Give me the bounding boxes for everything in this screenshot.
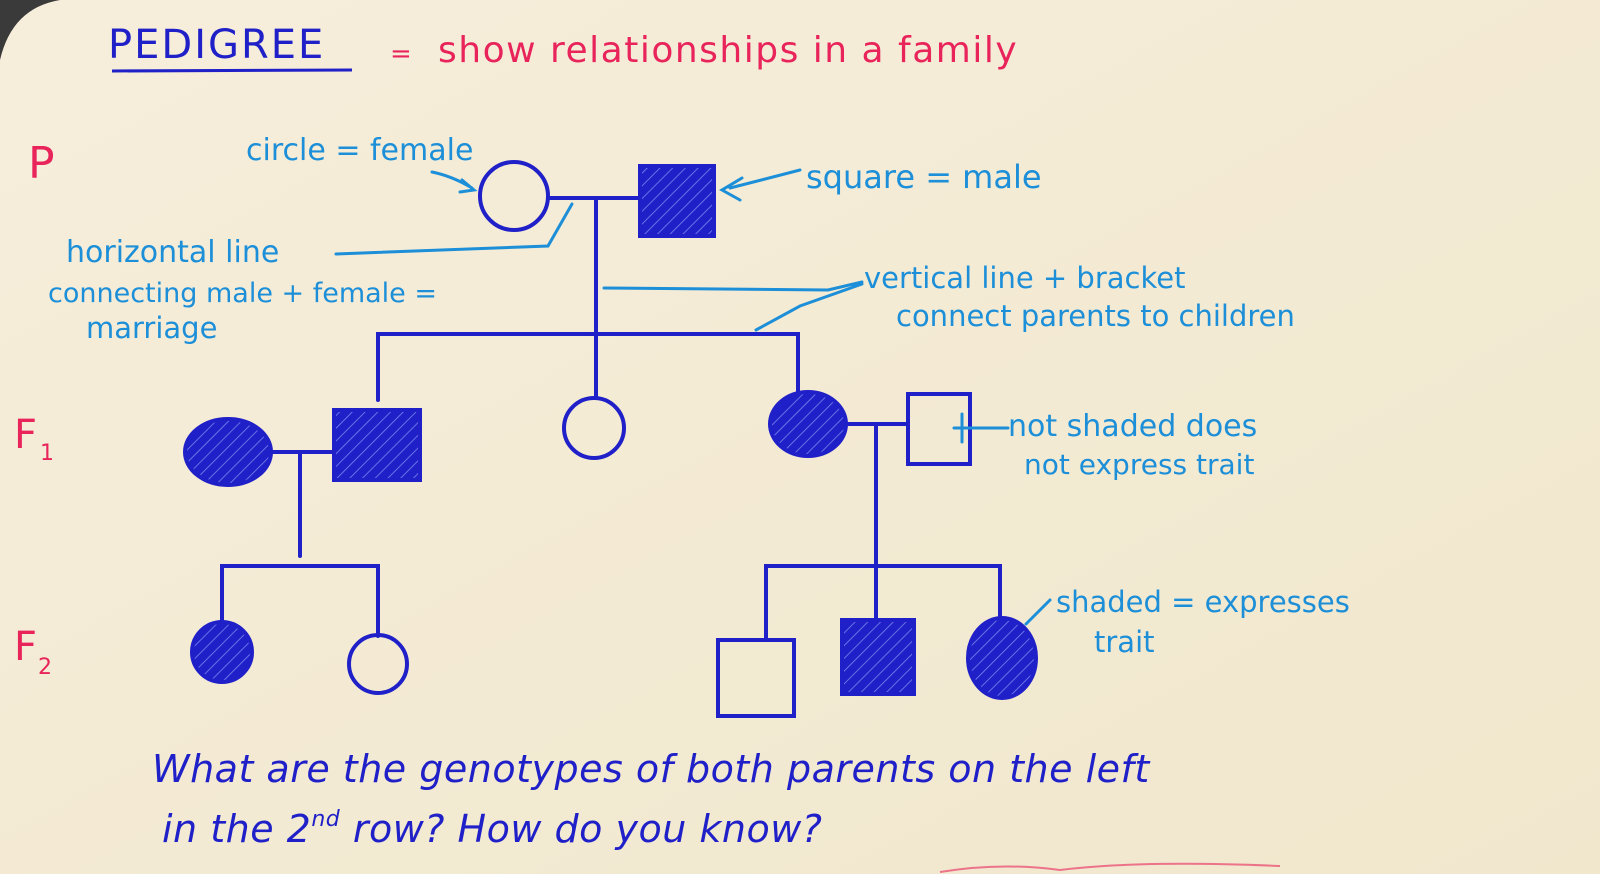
annotation-square-male: square = male: [806, 158, 1042, 196]
annotation-pointers: [334, 168, 1052, 626]
p-female-unaffected-icon: [478, 160, 550, 232]
heading: PEDIGREE = show relationships in a famil…: [108, 22, 1018, 73]
annotation-marriage-line1: horizontal line: [66, 235, 279, 270]
heading-title: PEDIGREE: [108, 22, 325, 68]
bottom-red-scribble: [939, 862, 1281, 873]
generation-label-f2-subscript: 2: [38, 655, 52, 680]
annotation-bracket-line2: connect parents to children: [896, 299, 1295, 333]
annotation-bracket-line1: vertical line + bracket: [864, 261, 1185, 295]
page-corner-shadow: [0, 0, 60, 60]
f1-sibship-bracket: [376, 332, 800, 402]
annotation-shaded-line2: trait: [1094, 625, 1155, 659]
annotation-marriage-line2: connecting male + female =: [48, 278, 437, 309]
heading-equals: =: [390, 39, 412, 69]
f2-male-affected-icon: [840, 618, 916, 696]
not-shaded-pointer-line: [952, 412, 1010, 444]
f2-male-unaffected-icon: [716, 638, 796, 718]
question-line1: What are the genotypes of both parents o…: [152, 747, 1151, 791]
f1-female-unaffected-icon: [562, 396, 626, 460]
heading-underline: [111, 68, 353, 73]
f2-female-unaffected-icon: [347, 633, 409, 695]
f1-male-affected-icon: [332, 408, 422, 482]
annotation-not-shaded-line1: not shaded does: [1008, 409, 1257, 444]
marriage-pointer-line: [334, 202, 574, 256]
generation-label-p: P: [28, 138, 55, 189]
pedigree-lines: [220, 196, 1002, 640]
question-line2-start: in the 2: [162, 807, 311, 851]
question-ordinal-superscript: nd: [311, 807, 340, 832]
question: What are the genotypes of both parents o…: [152, 747, 1151, 851]
f2-female-affected-icon: [190, 620, 254, 684]
generation-label-f2: F: [14, 624, 37, 670]
f2-female-affected-icon-right: [966, 616, 1038, 700]
heading-definition: show relationships in a family: [438, 30, 1018, 71]
square-pointer-arrow: [719, 168, 802, 202]
annotation-marriage-line3: marriage: [86, 311, 217, 345]
annotation-shaded-line1: shaded = expresses: [1056, 585, 1350, 619]
generation-label-f1: F: [14, 412, 37, 458]
annotations: circle = female square = male horizontal…: [48, 133, 1350, 659]
p-male-affected-icon: [638, 164, 716, 238]
shaded-pointer-line: [1024, 598, 1052, 626]
pedigree-symbols: [183, 160, 1038, 718]
f2-right-sibship-bracket: [764, 564, 1002, 640]
f2-left-sibship-bracket: [220, 564, 380, 638]
question-line2-end: row? How do you know?: [340, 807, 822, 851]
f1-female-affected-spouse-icon: [183, 417, 273, 487]
annotation-not-shaded-line2: not express trait: [1024, 448, 1254, 481]
bracket-pointer-line: [602, 280, 864, 332]
circle-pointer-arrow: [430, 170, 478, 194]
f1-female-affected-icon: [768, 390, 848, 458]
annotation-circle-female: circle = female: [246, 133, 473, 168]
generation-label-f1-subscript: 1: [40, 441, 54, 466]
question-line2: in the 2nd row? How do you know?: [162, 807, 822, 851]
generation-labels: P F 1 F 2: [14, 138, 55, 680]
